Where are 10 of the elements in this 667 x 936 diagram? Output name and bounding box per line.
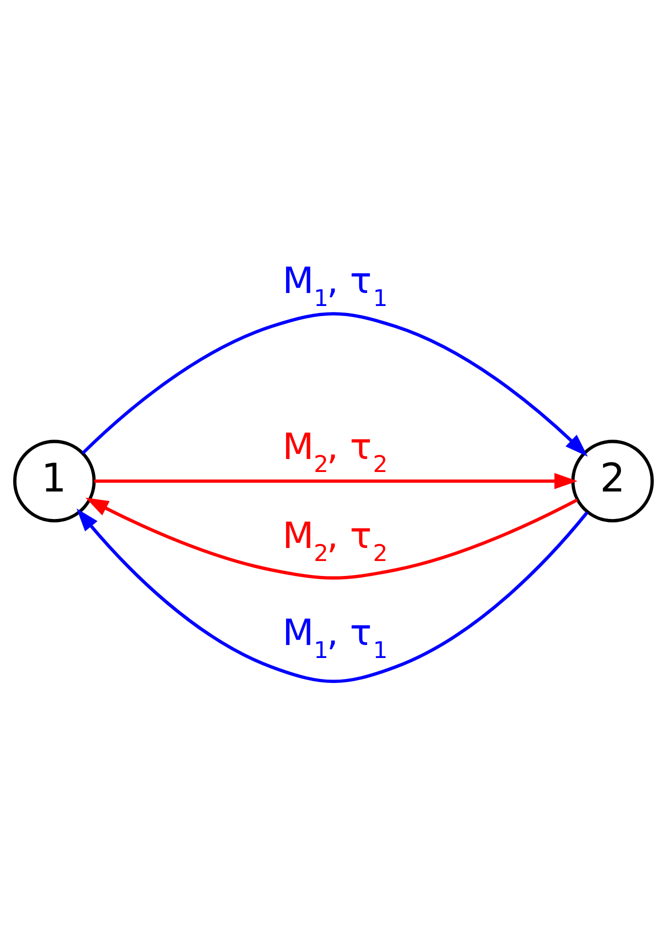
arrow <box>76 508 588 682</box>
arrow <box>85 497 578 580</box>
edge-label: M$_{1}$, τ$_{1}$ <box>282 610 388 664</box>
arrow <box>82 312 588 456</box>
edge-label: M$_{2}$, τ$_{2}$ <box>282 513 388 566</box>
edge-label: M$_{1}$, τ$_{1}$ <box>282 258 388 312</box>
arrow <box>94 472 578 489</box>
node-circle: 1 <box>13 439 96 522</box>
node-circle: 2 <box>571 439 654 522</box>
edge-label: M$_{2}$, τ$_{2}$ <box>282 424 388 478</box>
